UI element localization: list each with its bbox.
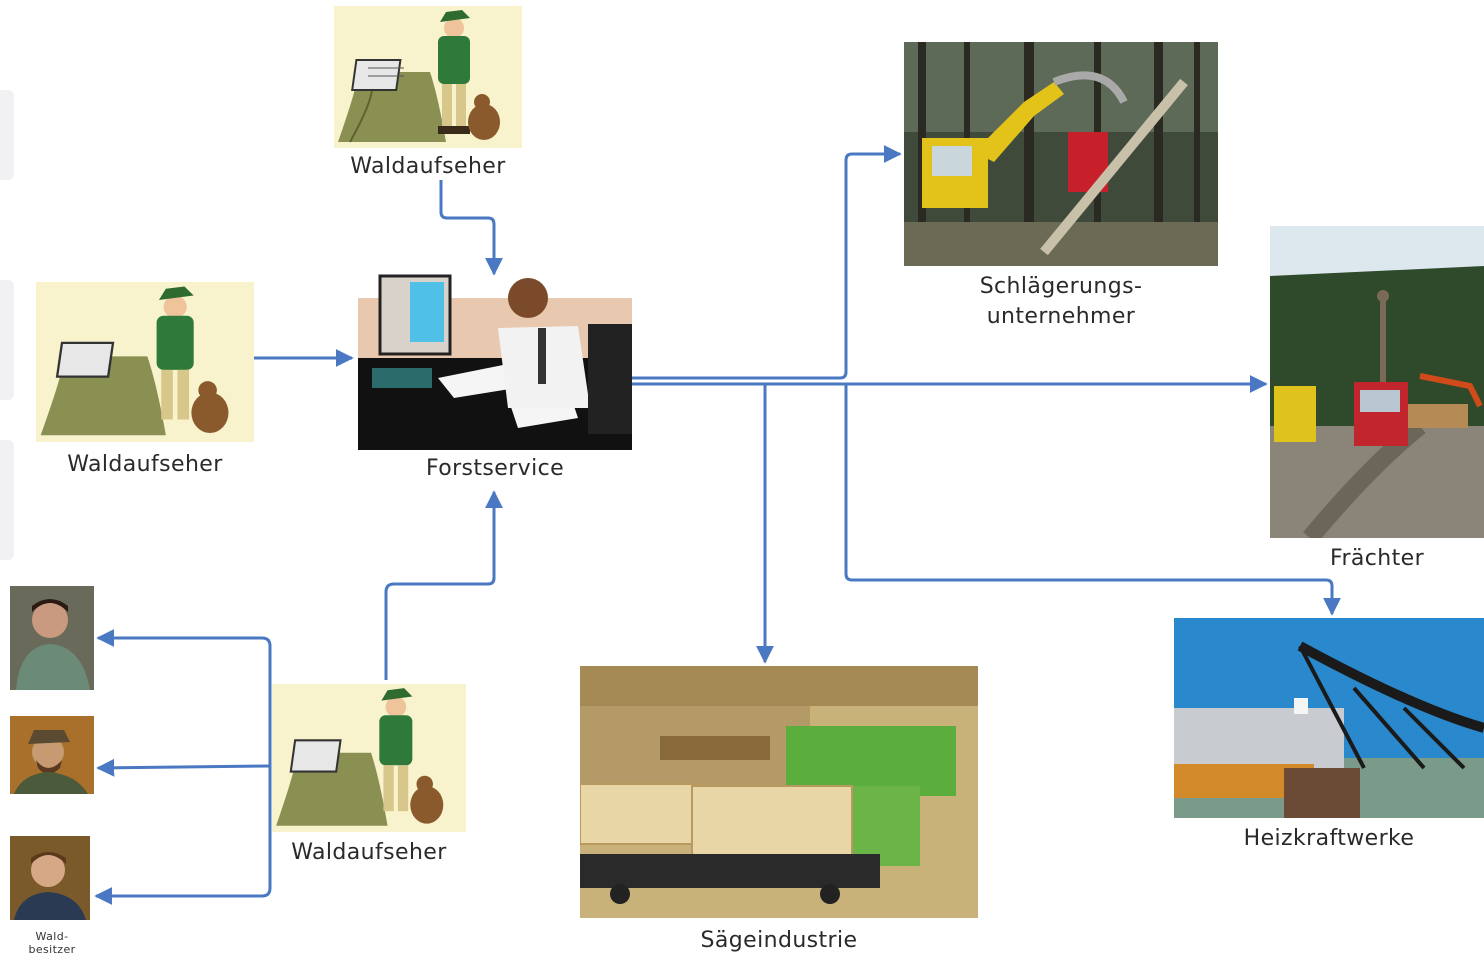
saegeindustrie-image <box>580 666 978 918</box>
forest-owner-portrait-photo <box>10 586 94 690</box>
forest-owner-portrait-photo <box>10 836 90 920</box>
arrow-top-ranger-to-forstservice <box>439 180 503 276</box>
arrow-ranger-to-owner-3 <box>94 770 272 905</box>
arrow-to-schlaegerung <box>632 145 902 380</box>
sawmill-photo <box>580 666 978 918</box>
edge-stripe <box>0 440 14 560</box>
fraechter-image <box>1270 226 1484 538</box>
ranger-bottom-image <box>272 684 466 832</box>
arrow-ranger-to-owner-1 <box>96 629 272 770</box>
label-fraechter: Frächter <box>1329 546 1425 571</box>
logging-truck-photo <box>1270 226 1484 538</box>
label-heizkraftwerke: Heizkraftwerke <box>1243 826 1415 851</box>
arrow-ranger-to-owner-2 <box>96 758 271 777</box>
label-schlaegerungsunternehmer: Schlägerungs- unternehmer <box>979 274 1143 329</box>
label-forstservice: Forstservice <box>425 456 565 481</box>
arrow-to-heizkraftwerke <box>844 384 1341 616</box>
label-waldbesitzer: Wald- besitzer <box>28 930 76 956</box>
forest-owner-portrait-photo <box>10 716 94 794</box>
schlaegerung-image <box>904 42 1218 266</box>
edge-stripe <box>0 90 14 180</box>
arrow-bottom-ranger-to-forstservice <box>384 490 503 680</box>
forest-ranger-icon <box>334 6 522 148</box>
forest-ranger-icon <box>36 282 254 442</box>
heizkraftwerke-image <box>1174 618 1484 818</box>
office-worker-icon <box>358 274 632 450</box>
label-waldaufseher-bottom: Waldaufseher <box>291 840 447 865</box>
waldbesitzer-portrait-1 <box>10 586 94 690</box>
power-plant-photo <box>1174 618 1484 818</box>
edge-stripe <box>0 280 14 400</box>
waldbesitzer-portrait-2 <box>10 716 94 794</box>
waldbesitzer-portrait-3 <box>10 836 90 920</box>
forstservice-image <box>358 268 632 450</box>
forest-ranger-icon <box>272 684 466 832</box>
label-saegeindustrie: Sägeindustrie <box>700 928 858 953</box>
label-waldaufseher-top: Waldaufseher <box>350 154 506 179</box>
harvester-photo <box>904 42 1218 266</box>
ranger-top-image <box>334 6 522 148</box>
ranger-left-image <box>36 282 254 442</box>
label-waldaufseher-left: Waldaufseher <box>67 452 223 477</box>
